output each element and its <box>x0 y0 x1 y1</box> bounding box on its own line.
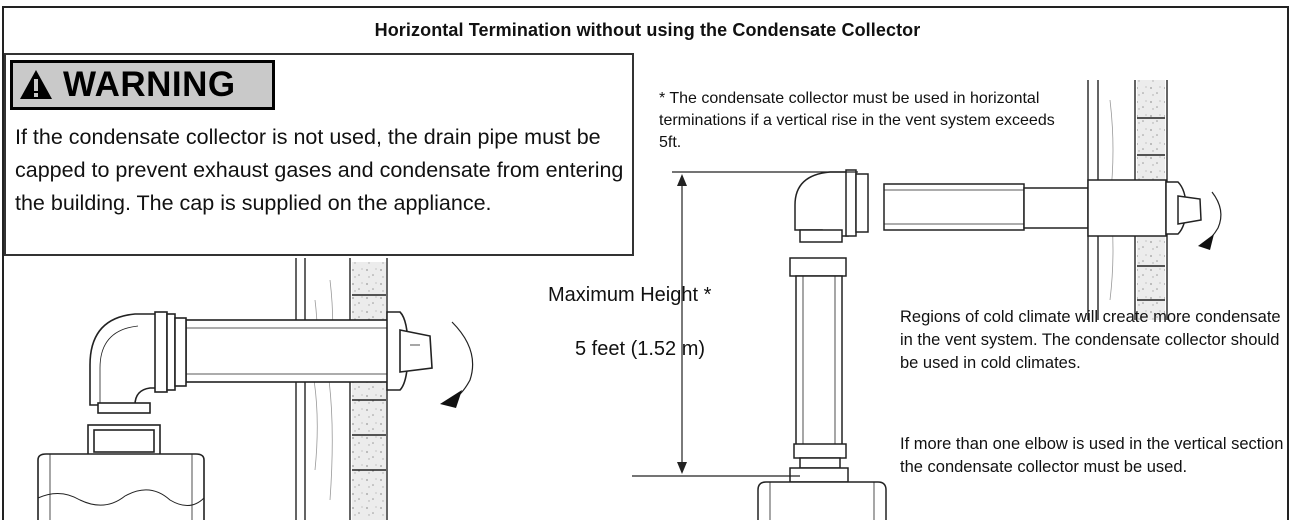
warning-text: If the condensate collector is not used,… <box>15 125 624 215</box>
left-arrow <box>440 321 474 408</box>
height-dimension <box>632 171 858 477</box>
warning-box: WARNING If the condensate collector is n… <box>4 53 634 256</box>
elbow-note: If more than one elbow is used in the ve… <box>900 435 1284 476</box>
warning-badge: WARNING <box>10 60 275 110</box>
vertical-rise-note: * The condensate collector must be used … <box>659 90 1055 151</box>
diagram-frame <box>2 6 1289 520</box>
cold-climate-note: Regions of cold climate will create more… <box>900 308 1281 372</box>
right-arrow <box>1198 191 1222 250</box>
warning-triangle-icon <box>20 70 52 99</box>
warning-label: WARNING <box>63 65 236 104</box>
left-pipe-assembly <box>37 311 433 520</box>
max-height-label: Maximum Height * <box>548 284 712 306</box>
right-pipe-assembly <box>757 169 1202 520</box>
left-wall <box>295 258 388 520</box>
warning-badge-inner: WARNING <box>13 63 272 107</box>
max-height-value: 5 feet (1.52 m) <box>575 338 706 360</box>
page-title: Horizontal Termination without using the… <box>374 20 921 40</box>
